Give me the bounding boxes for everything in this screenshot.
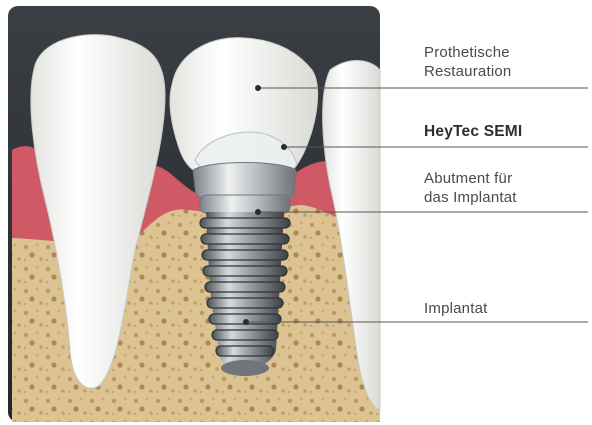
label-abutment: Abutment für das Implantat — [424, 169, 517, 207]
label-implantat: Implantat — [424, 299, 488, 318]
label-abutment-line1: Abutment für — [424, 169, 517, 188]
label-prothetik-line1: Prothetische — [424, 43, 511, 62]
abutment-collar — [200, 195, 290, 213]
label-prothetik-line2: Restauration — [424, 62, 511, 81]
label-prothetische-restauration: Prothetische Restauration — [424, 43, 511, 81]
label-heytec-semi: HeyTec SEMI — [424, 122, 522, 141]
label-abutment-line2: das Implantat — [424, 188, 517, 207]
